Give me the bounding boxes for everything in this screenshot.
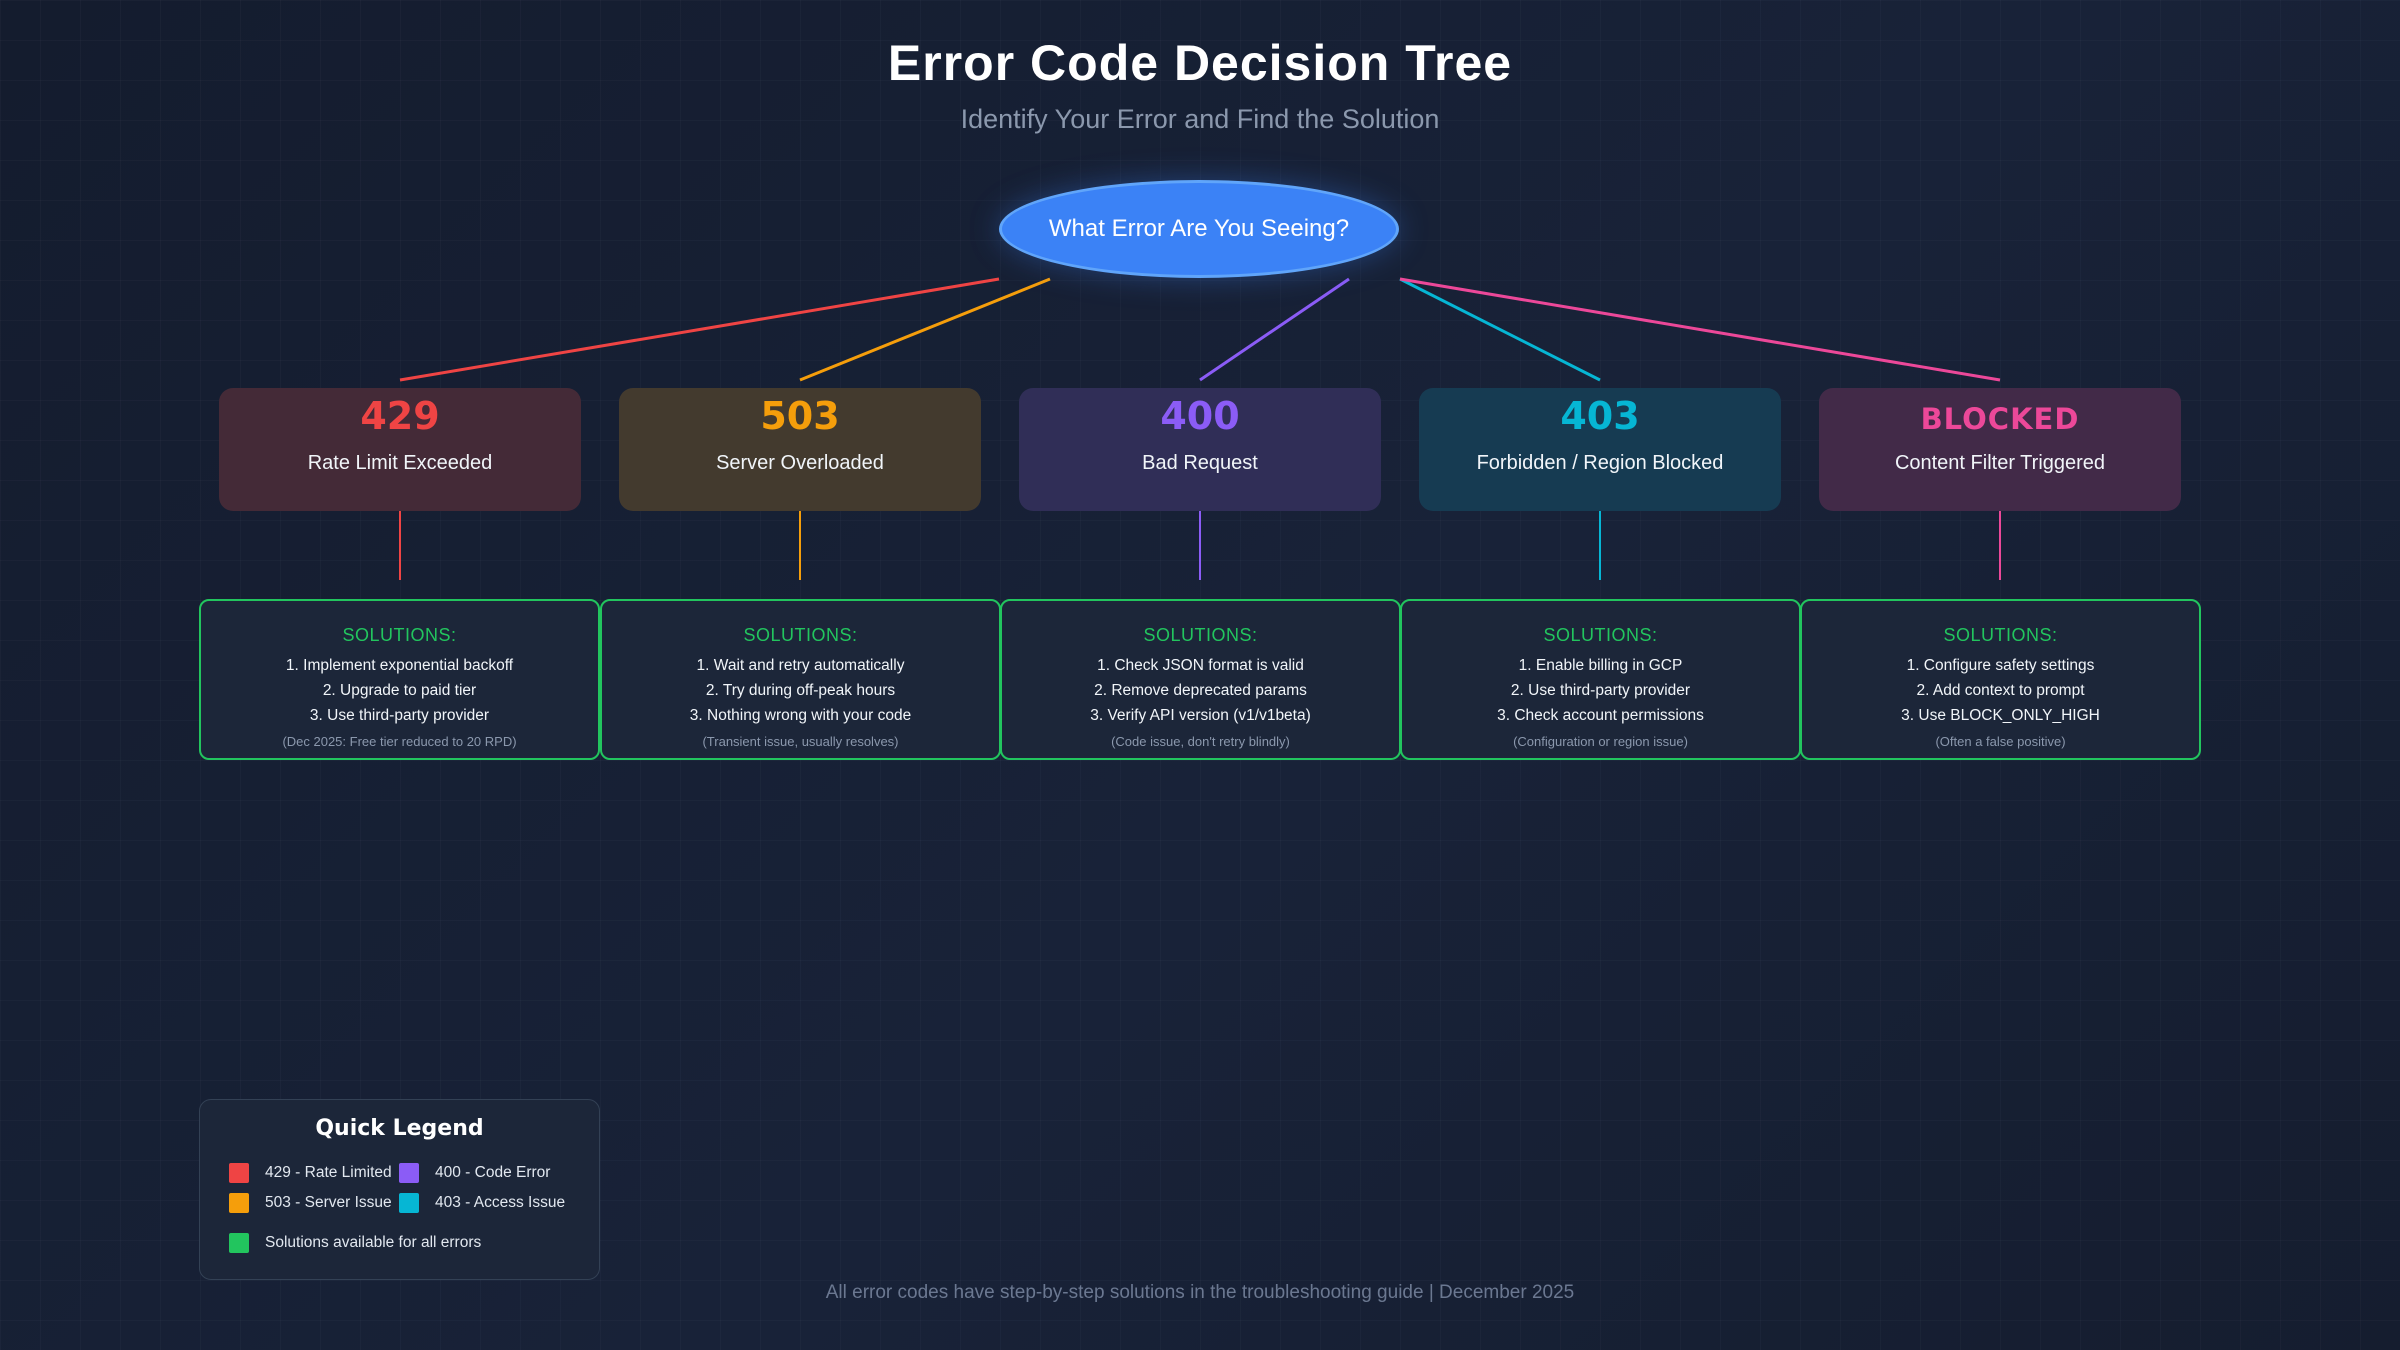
solution-note: (Dec 2025: Free tier reduced to 20 RPD) (282, 734, 517, 749)
solutions-box-blocked: SOLUTIONS: 1. Configure safety settings 2.… (1800, 599, 2201, 760)
legend-item: 400 - Code Error (399, 1162, 550, 1184)
solutions-box-429: SOLUTIONS: 1. Implement exponential backo… (199, 599, 600, 760)
legend-label: 400 - Code Error (435, 1164, 551, 1181)
legend-item: 429 - Rate Limited (229, 1162, 392, 1184)
solution-step: 3. Use third-party provider (309, 707, 490, 724)
solution-step: 2. Add context to prompt (1916, 682, 2085, 699)
error-code: 400 (1160, 394, 1240, 438)
error-node-blocked: BLOCKED Content Filter Triggered (1819, 388, 2181, 511)
legend-item: Solutions available for all errors (229, 1232, 481, 1254)
legend-swatch (229, 1193, 249, 1213)
solution-step: 1. Check JSON format is valid (1097, 657, 1304, 674)
solution-step: 1. Wait and retry automatically (696, 657, 905, 674)
legend-item: 503 - Server Issue (229, 1192, 392, 1214)
error-label: Content Filter Triggered (1894, 452, 2106, 474)
legend-label: 429 - Rate Limited (265, 1164, 392, 1181)
legend-label: 503 - Server Issue (265, 1194, 392, 1211)
page-title: Error Code Decision Tree (887, 35, 1513, 91)
solution-step: 3. Verify API version (v1/v1beta) (1090, 707, 1311, 724)
branch-line-blocked (1399, 277, 2001, 382)
legend-swatch (229, 1233, 249, 1253)
error-label: Rate Limit Exceeded (307, 452, 493, 474)
legend-title: Quick Legend (315, 1116, 484, 1141)
solutions-box-400: SOLUTIONS: 1. Check JSON format is valid 2… (1000, 599, 1401, 760)
solutions-heading: SOLUTIONS: (743, 625, 858, 645)
legend-item: 403 - Access Issue (399, 1192, 565, 1214)
quick-legend: Quick Legend 429 - Rate Limited 400 - Cod… (199, 1099, 600, 1280)
page-subtitle: Identify Your Error and Find the Solutio… (960, 104, 1440, 134)
solution-note: (Code issue, don't retry blindly) (1111, 734, 1290, 749)
legend-label: Solutions available for all errors (265, 1234, 482, 1251)
solution-step: 1. Configure safety settings (1906, 657, 2095, 674)
legend-swatch (229, 1163, 249, 1183)
legend-swatch (399, 1163, 419, 1183)
solutions-heading: SOLUTIONS: (1943, 625, 2058, 645)
branch-line-400 (1199, 277, 1350, 382)
solution-step: 2. Upgrade to paid tier (322, 682, 477, 699)
error-label: Bad Request (1142, 452, 1258, 474)
error-label: Server Overloaded (716, 452, 884, 474)
root-question-node: What Error Are You Seeing? (999, 180, 1399, 278)
branch-line-403 (1399, 277, 1601, 382)
error-code: 403 (1560, 394, 1640, 438)
solutions-box-503: SOLUTIONS: 1. Wait and retry automaticall… (600, 599, 1001, 760)
solution-step: 3. Use BLOCK_ONLY_HIGH (1901, 707, 2100, 724)
solution-step: 3. Check account permissions (1497, 707, 1704, 724)
error-code: 503 (760, 394, 840, 438)
solutions-heading: SOLUTIONS: (1543, 625, 1658, 645)
solutions-heading: SOLUTIONS: (1143, 625, 1258, 645)
legend-label: 403 - Access Issue (435, 1194, 566, 1211)
solution-step: 3. Nothing wrong with your code (689, 707, 912, 724)
error-code: BLOCKED (1920, 402, 2080, 436)
error-code: 429 (360, 394, 440, 438)
solution-step: 2. Try during off-peak hours (705, 682, 896, 699)
solution-note: (Often a false positive) (1935, 734, 2066, 749)
solutions-heading: SOLUTIONS: (342, 625, 457, 645)
solution-step: 1. Enable billing in GCP (1518, 657, 1683, 674)
legend-swatch (399, 1193, 419, 1213)
solutions-box-403: SOLUTIONS: 1. Enable billing in GCP 2. Use… (1400, 599, 1801, 760)
solution-step: 2. Use third-party provider (1510, 682, 1691, 699)
solution-step: 2. Remove deprecated params (1094, 682, 1307, 699)
branch-line-503 (799, 277, 1051, 382)
solution-note: (Configuration or region issue) (1513, 734, 1688, 749)
solution-note: (Transient issue, usually resolves) (702, 734, 899, 749)
error-label: Forbidden / Region Blocked (1476, 452, 1724, 474)
solution-step: 1. Implement exponential backoff (285, 657, 514, 674)
branch-line-429 (399, 277, 1000, 382)
footer-note: All error codes have step-by-step soluti… (825, 1282, 1575, 1303)
